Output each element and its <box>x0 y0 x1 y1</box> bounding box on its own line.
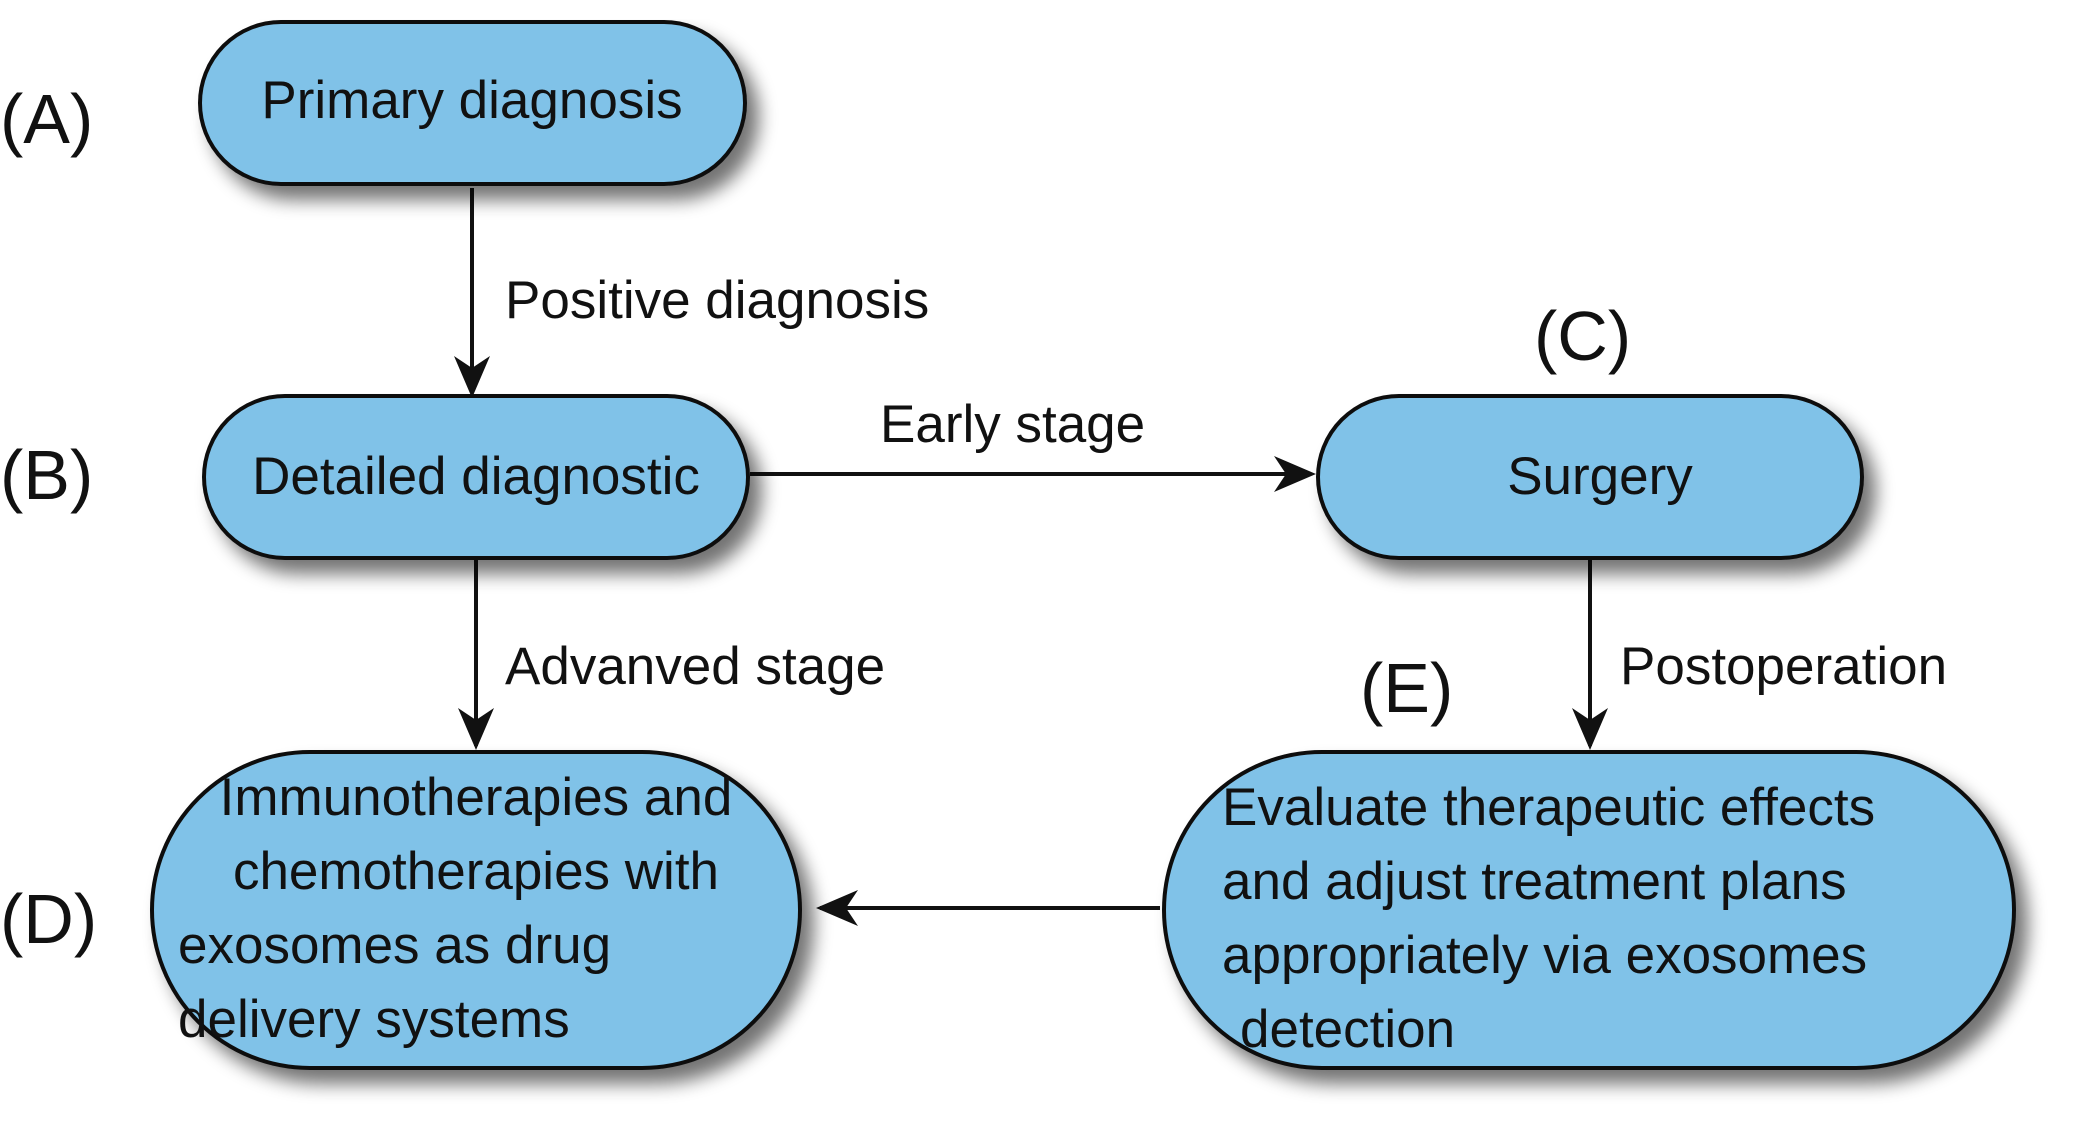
node-primary-diagnosis-label: Primary diagnosis <box>261 71 682 130</box>
node-surgery-label: Surgery <box>1507 447 1693 506</box>
edge-label-postoperation: Postoperation <box>1620 637 1947 696</box>
node-therapy-line: chemotherapies with <box>233 842 719 901</box>
arrowhead-primary-to-detailed <box>454 356 490 398</box>
node-detailed-diagnostic-label: Detailed diagnostic <box>252 447 700 506</box>
arrowhead-surgery-to-evaluate <box>1572 708 1608 750</box>
node-therapy-line: exosomes as drug <box>178 916 611 975</box>
edge-label-advanced-stage: Advanved stage <box>505 637 885 696</box>
edge-label-positive-diagnosis: Positive diagnosis <box>505 271 929 330</box>
step-label-c: (C) <box>1534 297 1631 375</box>
arrowhead-detailed-to-therapy <box>458 708 494 750</box>
step-label-b: (B) <box>0 436 93 514</box>
node-therapy-line: Immunotherapies and <box>220 768 733 827</box>
step-label-a: (A) <box>0 80 93 158</box>
node-surgery <box>1316 394 1864 560</box>
node-detailed-diagnostic <box>202 394 750 560</box>
step-label-d: (D) <box>0 880 97 958</box>
node-primary-diagnosis <box>198 20 747 186</box>
node-therapy-line: delivery systems <box>178 990 570 1049</box>
edge-label-early-stage: Early stage <box>880 395 1145 454</box>
node-therapy-label: Immunotherapies and chemotherapies with … <box>178 768 732 1049</box>
node-evaluate-line: appropriately via exosomes <box>1222 926 1867 985</box>
node-evaluate <box>1162 750 2016 1070</box>
step-label-e: (E) <box>1360 649 1453 727</box>
arrowhead-evaluate-to-therapy <box>816 890 858 926</box>
node-therapy <box>150 750 802 1070</box>
node-evaluate-line: and adjust treatment plans <box>1222 852 1847 911</box>
node-evaluate-line: Evaluate therapeutic effects <box>1222 778 1875 837</box>
node-evaluate-label: Evaluate therapeutic effects and adjust … <box>1222 778 1875 1059</box>
node-evaluate-line: detection <box>1240 1000 1455 1059</box>
arrowhead-detailed-to-surgery <box>1274 456 1316 492</box>
